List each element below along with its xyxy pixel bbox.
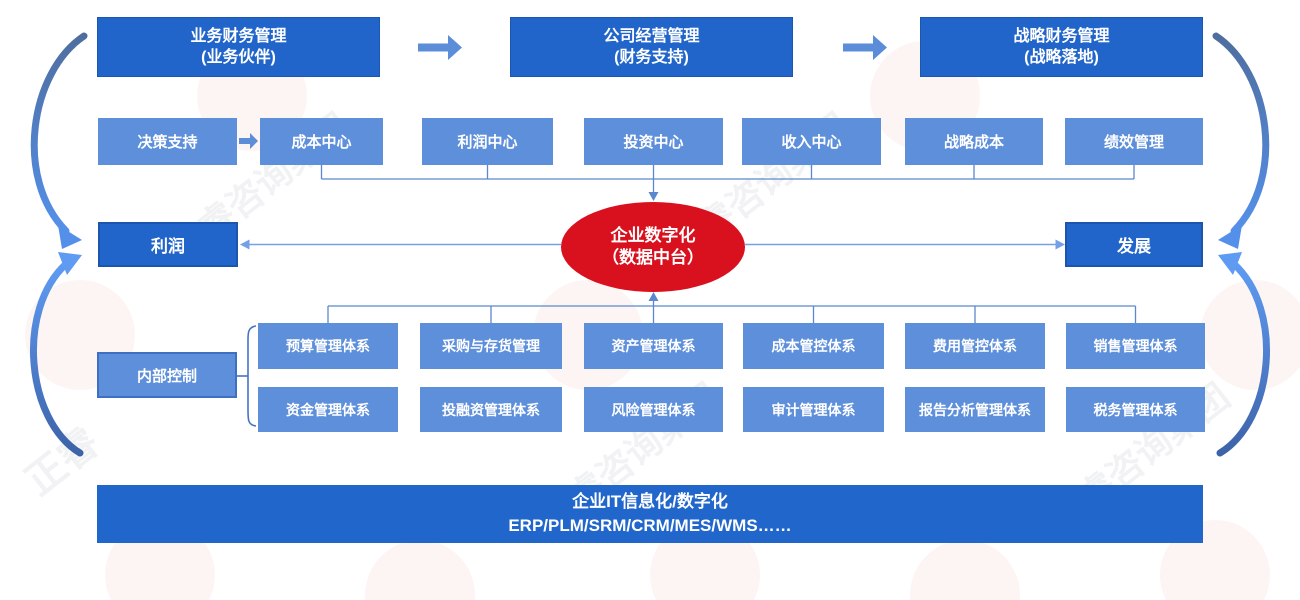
curved-arrow-right-top xyxy=(1212,32,1270,235)
curved-arrow-left-bottom xyxy=(29,260,84,457)
top-connector-tree xyxy=(320,164,1135,193)
curved-arrow-left-bottom-head xyxy=(58,252,82,275)
watermark-seal xyxy=(1200,280,1300,390)
right-arrowhead xyxy=(1055,239,1065,250)
curved-arrow-right-bottom xyxy=(1216,260,1271,457)
curved-arrow-right-top-head xyxy=(1218,225,1242,249)
decision-support-arrow-icon xyxy=(239,133,258,149)
flow-arrow-1-icon xyxy=(418,35,462,60)
curved-arrow-right-bottom-head xyxy=(1218,252,1242,275)
curved-arrow-left-top-head xyxy=(58,225,82,249)
curved-arrow-left-top xyxy=(30,32,88,235)
left-arrowhead xyxy=(240,239,250,250)
internal-control-brace xyxy=(237,325,257,427)
flow-arrow-2-icon xyxy=(843,35,887,60)
down-arrowhead-into-hub xyxy=(648,192,659,201)
bottom-connector-tree xyxy=(327,300,1137,324)
up-arrowhead-into-hub xyxy=(648,292,659,301)
